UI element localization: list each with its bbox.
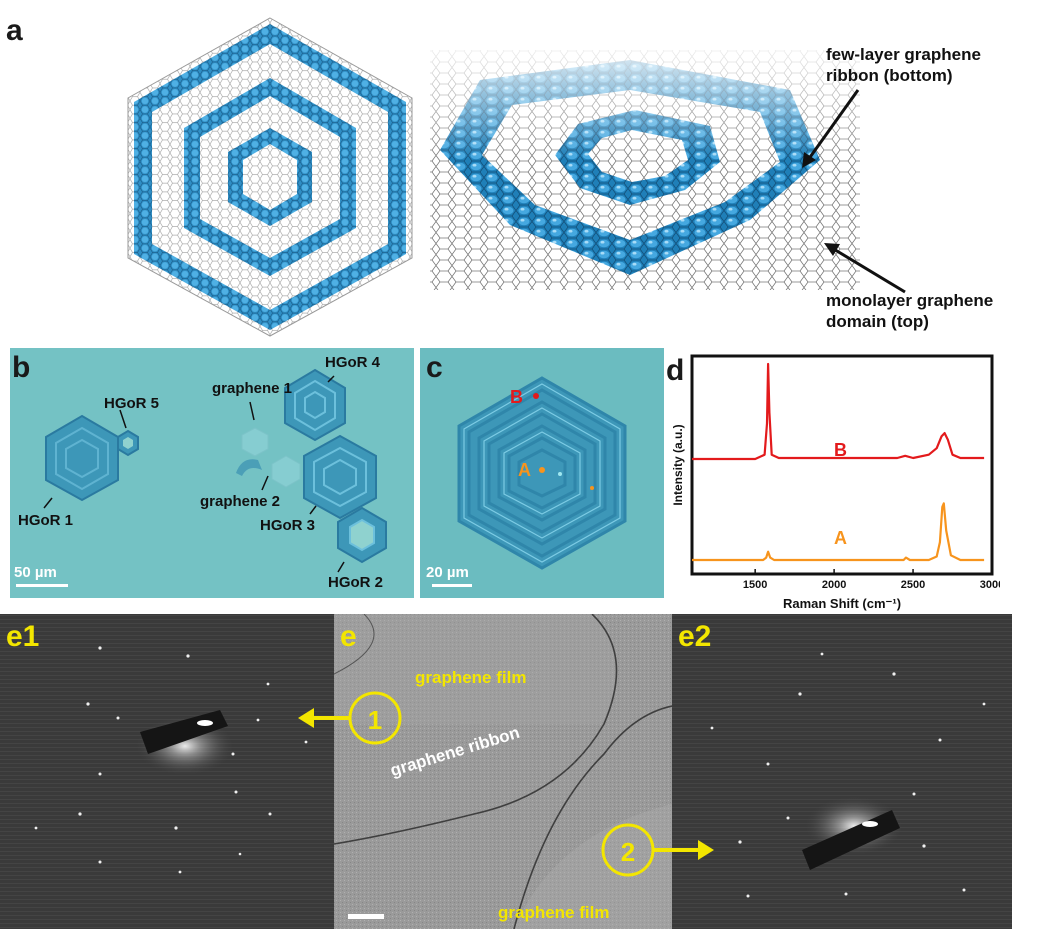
series-label-b: B xyxy=(834,440,847,460)
raman-spectra-chart: Intensity (a.u.) Raman Shift (cm⁻¹) 1500… xyxy=(671,354,1000,611)
panel-b-label: b xyxy=(12,351,31,384)
optical-image-panel-c xyxy=(420,348,664,598)
panel-c-label: c xyxy=(426,351,443,384)
point-a-marker xyxy=(539,467,545,473)
area-markers-overlay: 1 2 xyxy=(298,691,714,877)
arrow-to-e2 xyxy=(698,840,714,860)
x-tick-label: 2000 xyxy=(822,579,846,591)
annotation-few-layer-line2: ribbon (bottom) xyxy=(826,66,953,85)
diffraction-pattern-e1 xyxy=(0,614,334,929)
scale-bar-label-c: 20 µm xyxy=(426,564,469,581)
panel-a-arrows xyxy=(802,89,906,294)
hgor-closeup-drawing xyxy=(420,348,664,598)
tem-scale-bar xyxy=(348,914,384,919)
area-1-number: 1 xyxy=(368,705,382,735)
hexagonal-ribbon-schematic-top-view xyxy=(127,17,413,337)
label-hgor-2: HGoR 2 xyxy=(328,574,384,591)
annotation-monolayer-line2: domain (top) xyxy=(826,312,929,331)
arrow-to-e1 xyxy=(298,708,314,728)
label-hgor-4: HGoR 4 xyxy=(325,354,381,371)
panel-e-label: e xyxy=(340,620,357,653)
y-axis-label: Intensity (a.u.) xyxy=(671,424,685,505)
x-tick-label: 1500 xyxy=(743,579,767,591)
hgor-3-flake xyxy=(303,434,377,520)
x-axis-label: Raman Shift (cm⁻¹) xyxy=(783,596,901,611)
hgor-1-flake xyxy=(45,414,119,502)
optical-image-panel-b xyxy=(10,348,414,598)
annotation-monolayer-line1: monolayer graphene xyxy=(826,291,994,310)
hgor-4-flake xyxy=(284,368,346,442)
point-b-label: B xyxy=(510,387,523,407)
x-tick-label: 3000 xyxy=(980,579,1000,591)
x-tick-label: 2500 xyxy=(901,579,925,591)
area-2-number: 2 xyxy=(621,837,635,867)
graphene-2-flake xyxy=(236,459,262,476)
label-graphene-2: graphene 2 xyxy=(200,493,281,510)
scale-bar-label-b: 50 µm xyxy=(14,564,57,581)
label-hgor-5: HGoR 5 xyxy=(104,395,160,412)
optical-flakes-drawing xyxy=(10,348,414,598)
label-graphene-film-top: graphene film xyxy=(415,668,527,687)
raman-series-a xyxy=(692,502,985,562)
point-b-marker xyxy=(533,393,539,399)
hgor-2-flake xyxy=(337,506,387,564)
chart-frame xyxy=(690,354,994,576)
series-label-a: A xyxy=(834,528,847,548)
label-graphene-1: graphene 1 xyxy=(212,380,293,397)
panel-d-label: d xyxy=(666,354,685,387)
raman-series-b xyxy=(692,362,985,461)
tem-image-e xyxy=(334,614,672,929)
label-hgor-1: HGoR 1 xyxy=(18,512,74,529)
hgor-5-flake xyxy=(117,429,139,457)
hexagonal-ribbon-schematic-perspective-view xyxy=(420,40,870,305)
panel-a-label: a xyxy=(6,14,23,47)
annotation-few-layer-line1: few-layer graphene xyxy=(826,45,981,64)
panel-e1-label: e1 xyxy=(6,620,40,653)
panel-e2-label: e2 xyxy=(678,620,712,653)
point-a-label: A xyxy=(518,460,531,480)
label-hgor-3: HGoR 3 xyxy=(260,517,316,534)
graphene-1-flake xyxy=(241,427,269,457)
label-graphene-film-bottom: graphene film xyxy=(498,903,610,922)
diffraction-pattern-e2 xyxy=(672,614,1012,929)
